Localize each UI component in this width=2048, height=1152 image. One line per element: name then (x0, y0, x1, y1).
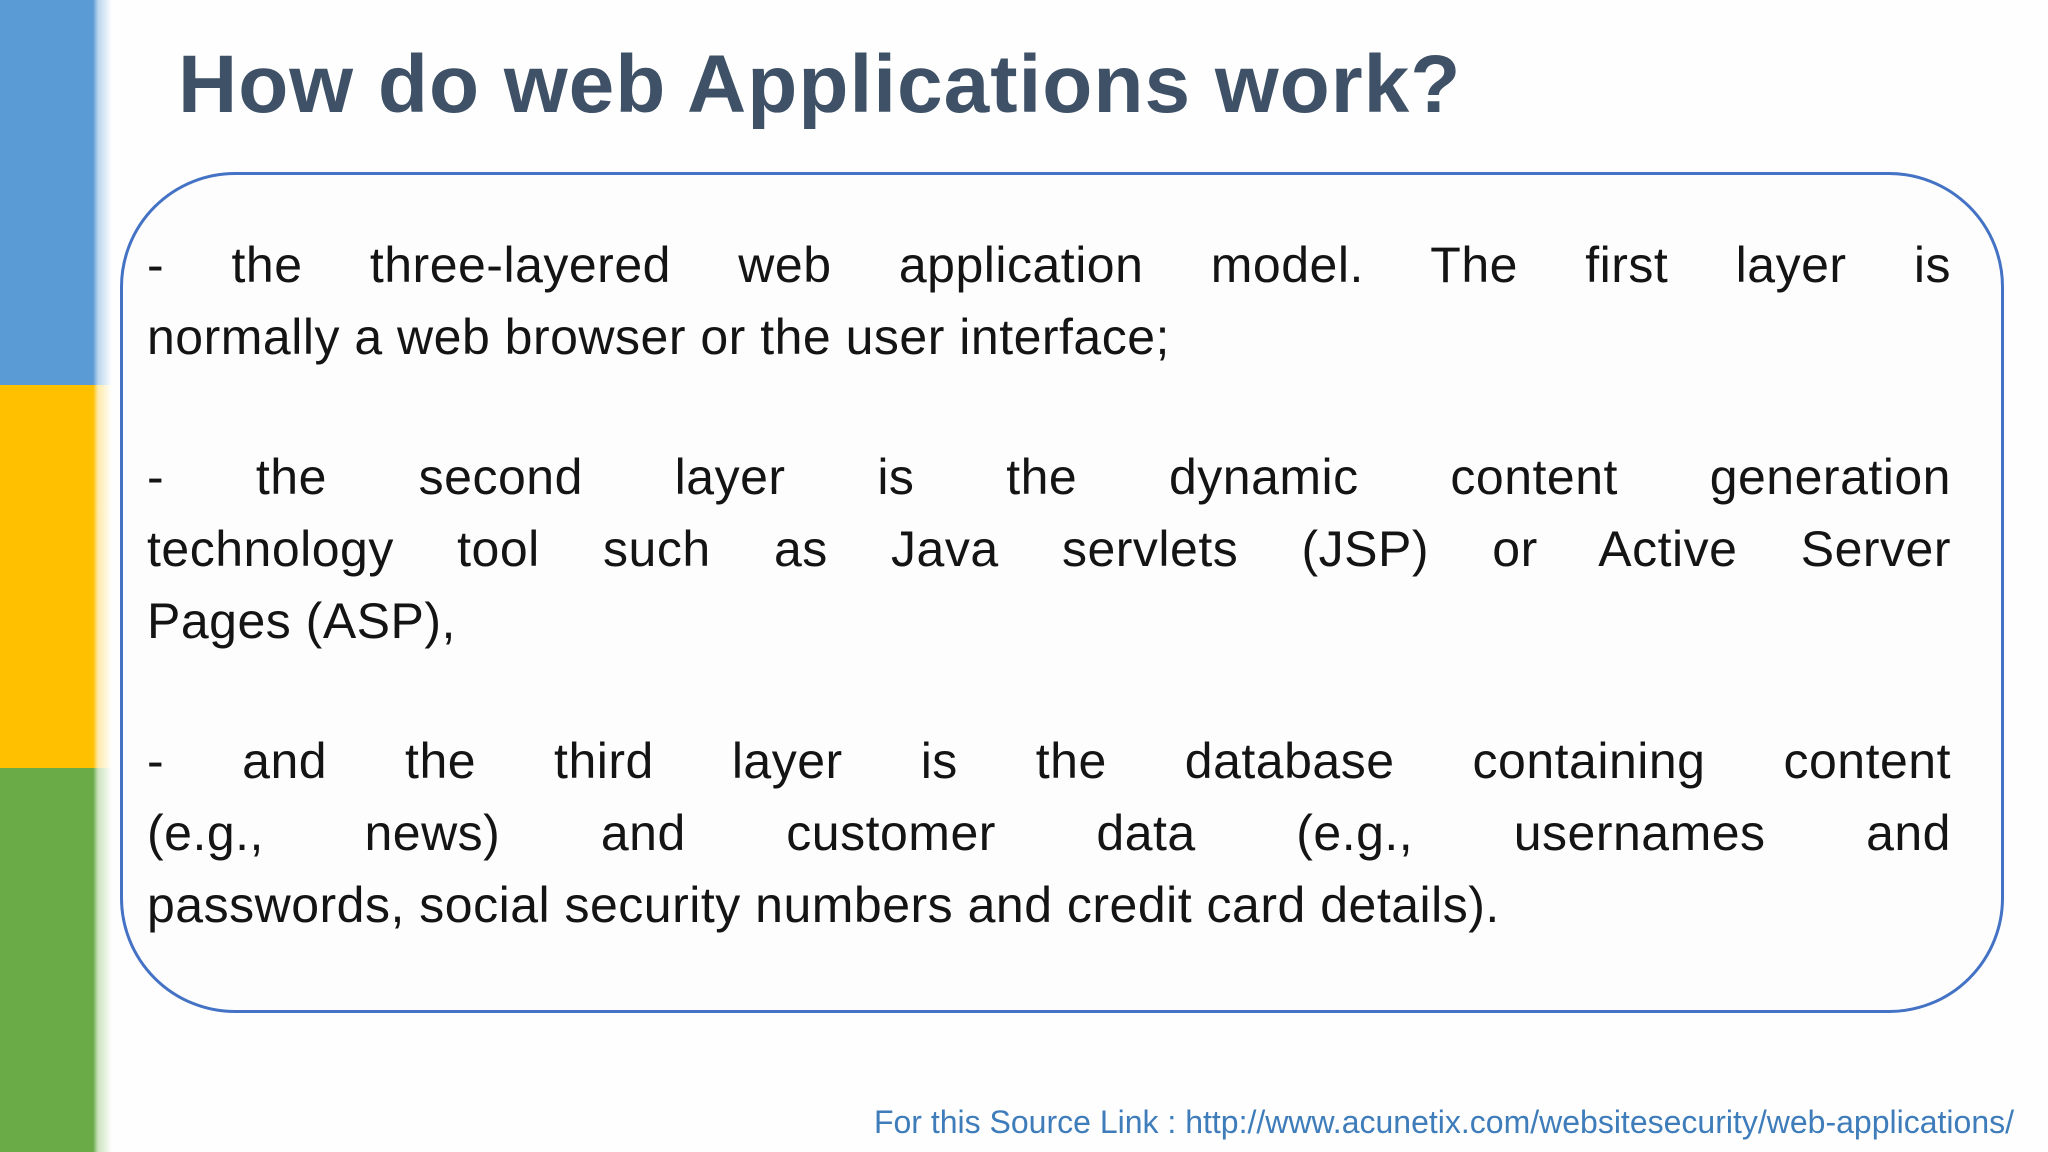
source-link: For this Source Link : http://www.acunet… (873, 1104, 2014, 1140)
accent-stripe-blue (0, 0, 112, 385)
body-paragraphs: - the three-layered web application mode… (147, 229, 1951, 941)
paragraph-line: - the second layer is the dynamic conten… (147, 449, 1951, 505)
content-box: - the three-layered web application mode… (120, 172, 2004, 1013)
paragraph-line: passwords, social security numbers and c… (147, 877, 1500, 933)
paragraph: - the second layer is the dynamic conten… (147, 441, 1951, 657)
paragraph-line: - and the third layer is the database co… (147, 733, 1951, 789)
paragraph-line: (e.g., news) and customer data (e.g., us… (147, 805, 1951, 861)
paragraph-line: technology tool such as Java servlets (J… (147, 521, 1951, 577)
paragraph-line: normally a web browser or the user inter… (147, 309, 1170, 365)
paragraph: - and the third layer is the database co… (147, 725, 1951, 941)
accent-stripe-yellow (0, 385, 112, 768)
accent-stripe-green (0, 768, 112, 1152)
paragraph-line: - the three-layered web application mode… (147, 237, 1951, 293)
paragraph-line: Pages (ASP), (147, 593, 456, 649)
accent-stripe (0, 0, 112, 1152)
page-title: How do web Applications work? (178, 39, 1462, 130)
paragraph: - the three-layered web application mode… (147, 229, 1951, 373)
